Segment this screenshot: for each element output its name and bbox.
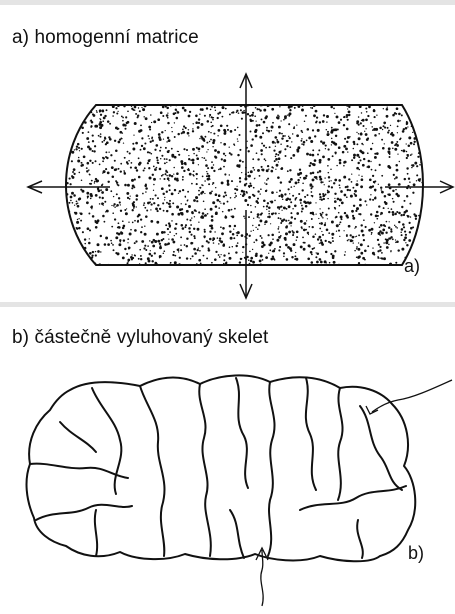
crack-15: [357, 520, 363, 558]
crack-8: [30, 464, 128, 478]
homogeneous-matrix-figure: [0, 60, 455, 305]
crack-9: [36, 505, 132, 520]
pointer-arrow-bottom: [261, 550, 263, 606]
crack-7: [338, 388, 343, 500]
crack-14: [95, 510, 97, 556]
crack-5: [268, 382, 275, 556]
top-divider-band: [0, 0, 455, 5]
crack-1: [92, 388, 121, 494]
crack-3: [199, 384, 211, 556]
panel-b-label: b): [408, 543, 424, 564]
matrix-stipple-texture: [59, 104, 431, 266]
crack-12: [360, 406, 402, 490]
leached-skeleton-figure: [0, 360, 455, 614]
middle-divider-band: [0, 302, 455, 307]
pointer-arrows: [256, 380, 452, 606]
panel-a-label: a): [404, 256, 420, 277]
crack-10: [60, 422, 96, 452]
pointer-arrow-top-head: [366, 406, 378, 414]
panel-a-heading: a) homogenní matrice: [12, 27, 199, 49]
crack-6: [306, 378, 316, 490]
crack-2: [140, 386, 164, 556]
panel-b-heading: b) částečně vyluhovaný skelet: [12, 327, 268, 349]
crack-13: [230, 510, 244, 558]
crack-4: [236, 378, 248, 488]
